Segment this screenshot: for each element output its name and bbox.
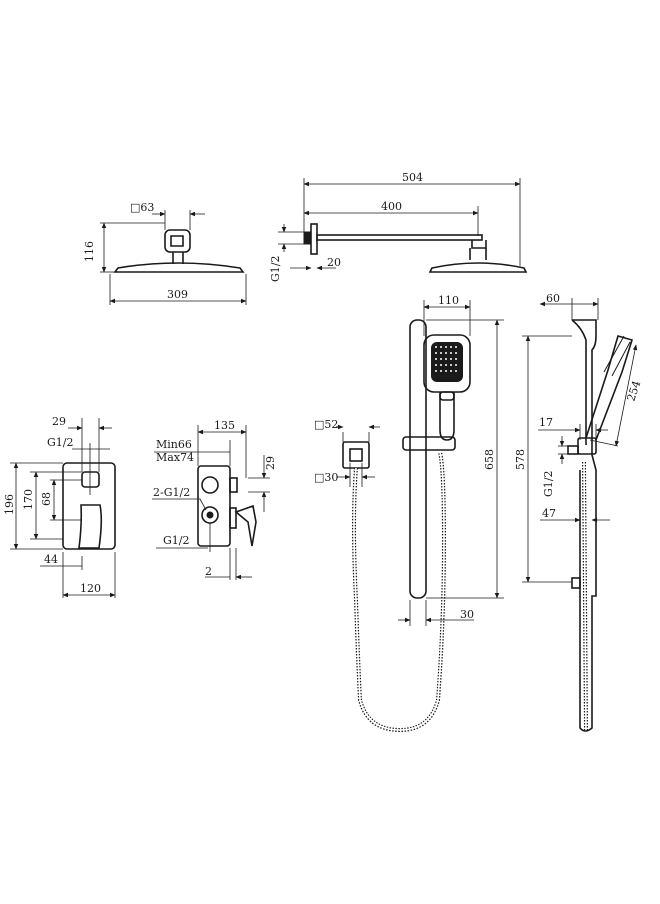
dim-116: 116	[83, 241, 96, 262]
shower-arm-view: 504 400 G1/2 20	[269, 171, 528, 283]
spray-nozzles	[431, 342, 463, 382]
dim-sq63: □63	[130, 201, 154, 214]
elbow-and-hose: □52 □30	[314, 418, 447, 733]
dim-170: 170	[22, 489, 35, 510]
dim-658: 658	[483, 449, 496, 470]
dim-sq52: □52	[314, 418, 338, 431]
wall-nut	[303, 231, 312, 245]
valve-lever	[78, 504, 103, 549]
port-top	[201, 476, 219, 494]
dim-578: 578	[514, 449, 527, 470]
dim-side-29: 29	[264, 456, 277, 470]
valve-plate	[62, 462, 116, 550]
dim-17: 17	[539, 416, 553, 429]
dim-68: 68	[40, 492, 53, 506]
dim-max74: Max74	[156, 451, 194, 464]
dim-44: 44	[44, 553, 58, 566]
dim-valve-29: 29	[52, 415, 66, 428]
wall-flange	[310, 223, 318, 255]
dim-rail-30: 30	[460, 608, 474, 621]
cover-plate	[229, 507, 237, 529]
outlet-nut	[229, 477, 238, 493]
side-lever	[234, 504, 257, 547]
dim-504: 504	[402, 171, 423, 184]
shower-hose	[352, 451, 447, 733]
dim-254: 254	[624, 379, 643, 403]
dim-60: 60	[546, 292, 560, 305]
overhead-head-view: □63 116 309	[83, 201, 247, 305]
valve-front-view: 29 G1/2 196 170 68 44 120	[3, 415, 116, 598]
profile-bottom-bracket	[571, 577, 581, 589]
port-bottom-core	[206, 511, 214, 519]
dim-side-g12: G1/2	[163, 534, 190, 547]
arm-tube	[316, 234, 483, 241]
head-plate	[113, 262, 245, 273]
profile-outlet	[567, 445, 579, 455]
elbow-plate	[342, 441, 370, 469]
dim-prof-g12: G1/2	[542, 471, 555, 498]
dim-120: 120	[80, 582, 101, 595]
dim-400: 400	[381, 200, 402, 213]
rail-bar	[409, 319, 427, 599]
valve-body	[197, 465, 231, 547]
dim-110: 110	[438, 294, 459, 307]
rail-slider	[402, 436, 456, 451]
dim-2g12: 2-G1/2	[153, 486, 190, 499]
slide-rail-front: 110 658 30	[398, 294, 504, 626]
hand-shower-handle	[439, 392, 455, 441]
dim-sq30: □30	[314, 471, 338, 484]
slide-rail-profile: 60 254 578 17 G1/2 47	[514, 292, 643, 732]
dim-196: 196	[3, 494, 16, 515]
dim-135: 135	[214, 419, 235, 432]
dim-min66: Min66	[156, 438, 192, 451]
dim-side-2: 2	[205, 565, 212, 578]
diverter-knob	[81, 471, 100, 488]
dim-20: 20	[327, 256, 341, 269]
profile-rail	[572, 319, 597, 732]
dim-47: 47	[542, 507, 556, 520]
elbow-outlet	[349, 448, 363, 462]
head-mount-block	[164, 229, 191, 253]
arm-head	[428, 262, 528, 273]
valve-side-view: 135 Min66 Max74 29 2-G1/2 G1/2 2	[152, 419, 277, 580]
dim-309: 309	[167, 288, 188, 301]
dim-arm-g12: G1/2	[269, 256, 282, 283]
dim-valve-g12: G1/2	[47, 436, 74, 449]
